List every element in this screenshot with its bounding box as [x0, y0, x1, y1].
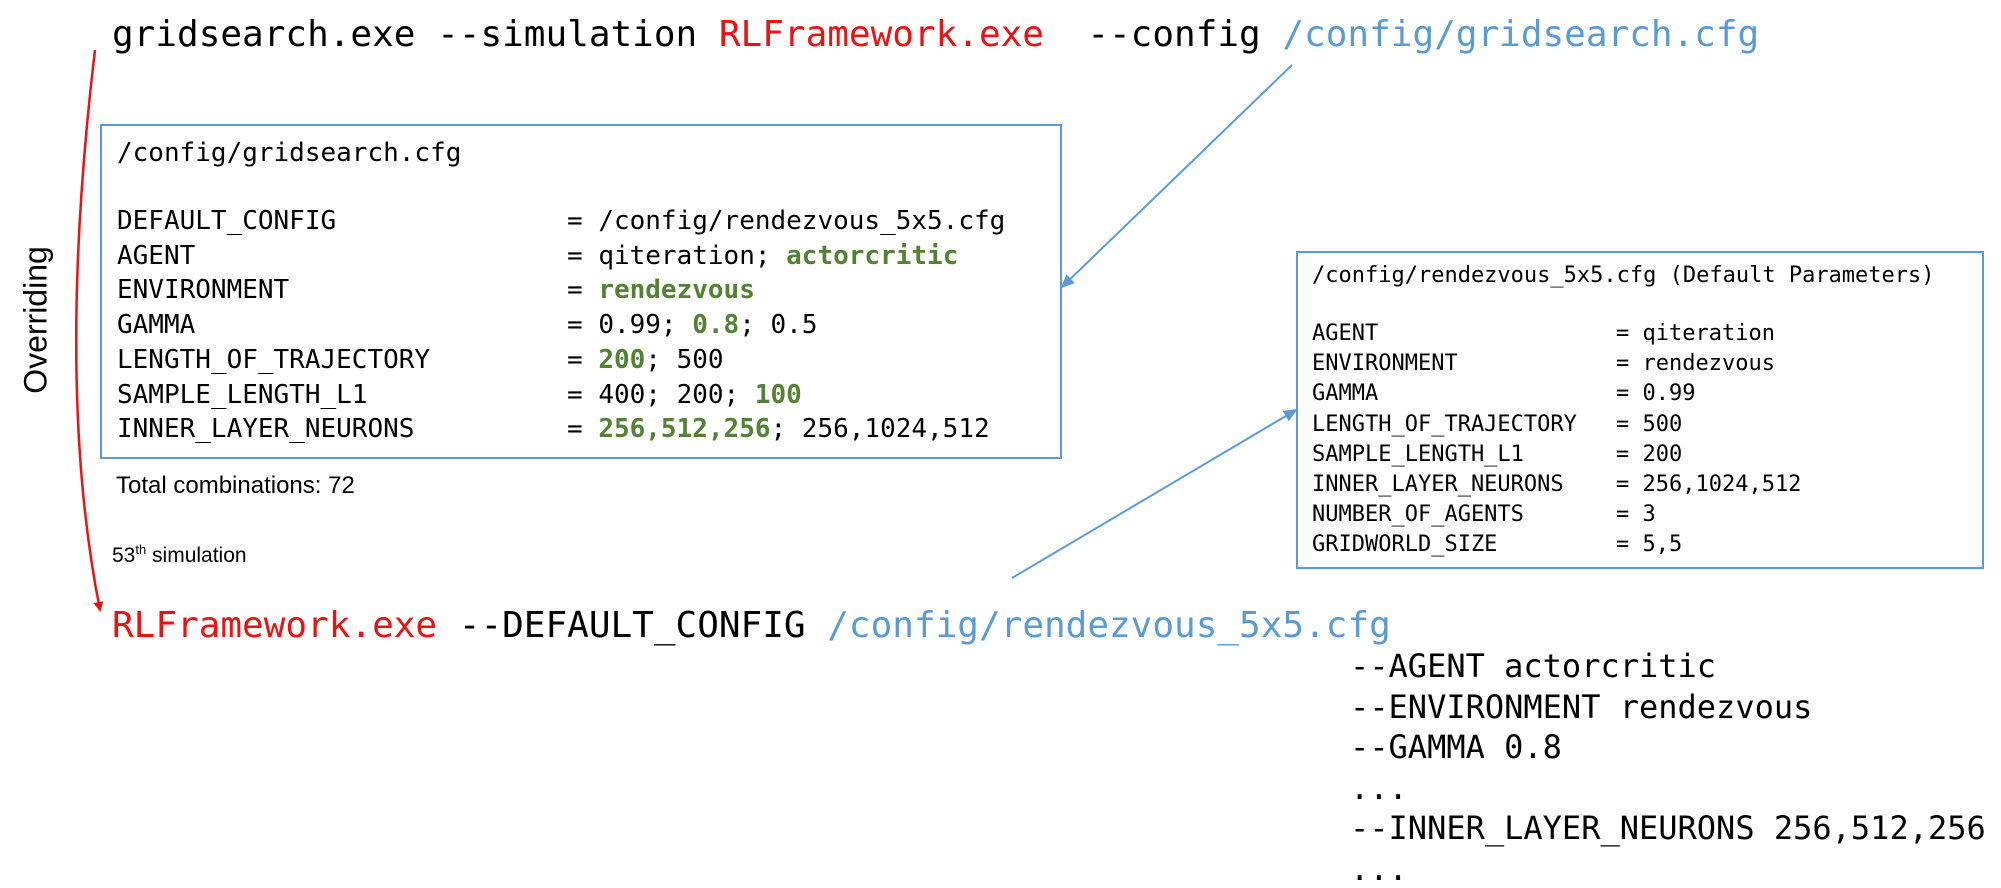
default-config-link-arrow — [1011, 408, 1298, 579]
gridsearch-row-value: = rendezvous — [567, 275, 755, 305]
default-row-key: GAMMA — [1312, 381, 1379, 407]
default-row-value: = 200 — [1616, 441, 1683, 467]
top-command-config-path: /config/gridsearch.cfg — [1282, 14, 1760, 55]
gridsearch-option-value: qiteration; — [598, 240, 787, 271]
bottom-command-default-flag: --DEFAULT_CONFIG — [437, 605, 828, 646]
gridsearch-row-equals: = — [567, 379, 599, 410]
top-command: gridsearch.exe --simulation RLFramework.… — [112, 17, 1759, 53]
gridsearch-option-value: ; 500 — [645, 344, 724, 375]
default-row-value: = 0.99 — [1616, 381, 1696, 407]
simulation-label: 53th simulation — [112, 542, 247, 568]
gridsearch-row-value: = 256,512,256; 256,1024,512 — [567, 414, 990, 444]
gridsearch-selected-value: 0.8 — [692, 310, 740, 341]
arrows-layer — [74, 49, 1298, 612]
bottom-command-arg: --GAMMA 0.8 — [1350, 728, 1562, 766]
default-row-key: SAMPLE_LENGTH_L1 — [1312, 441, 1524, 467]
gridsearch-row-key: ENVIRONMENT — [117, 275, 290, 306]
gridsearch-row-value: = 200; 500 — [567, 345, 724, 375]
default-row-value: = qiteration — [1616, 321, 1775, 346]
gridsearch-row-key: SAMPLE_LENGTH_L1 — [117, 379, 368, 410]
gridsearch-option-value: ; 0.5 — [739, 310, 818, 341]
gridsearch-row-equals: = — [567, 206, 599, 236]
config-link-arrow — [1060, 64, 1293, 289]
gridsearch-config-title: /config/gridsearch.cfg — [117, 138, 462, 168]
top-command-prefix: gridsearch.exe --simulation — [112, 14, 719, 55]
total-combinations: Total combinations: 72 — [116, 472, 355, 499]
gridsearch-row-key: DEFAULT_CONFIG — [117, 206, 337, 236]
gridsearch-option-value: /config/rendezvous_5x5.cfg — [598, 206, 1006, 236]
gridsearch-row-value: = qiteration; actorcritic — [567, 241, 958, 271]
gridsearch-selected-value: 100 — [754, 379, 802, 410]
default-row-key: NUMBER_OF_AGENTS — [1312, 502, 1524, 528]
gridsearch-config-box: /config/gridsearch.cfg DEFAULT_CONFIG = /… — [100, 124, 1062, 459]
bottom-command-arg: --INNER_LAYER_NEURONS 256,512,256 — [1350, 809, 1986, 847]
gridsearch-row-value: = /config/rendezvous_5x5.cfg — [567, 206, 1005, 236]
gridsearch-row-value: = 400; 200; 100 — [567, 380, 802, 410]
gridsearch-row-equals: = — [567, 414, 599, 445]
gridsearch-row-equals: = — [567, 275, 599, 306]
top-command-exe: RLFramework.exe — [718, 14, 1044, 55]
default-row-value: = 500 — [1616, 411, 1683, 437]
bottom-command-config-path: /config/rendezvous_5x5.cfg — [827, 605, 1391, 646]
default-row-key: GRIDWORLD_SIZE — [1312, 532, 1498, 558]
default-row-key: LENGTH_OF_TRAJECTORY — [1312, 411, 1577, 437]
default-row-key: AGENT — [1312, 321, 1379, 346]
gridsearch-selected-value: 256,512,256 — [598, 414, 771, 445]
bottom-command-arg: --ENVIRONMENT rendezvous — [1350, 687, 1813, 726]
bottom-command: RLFramework.exe --DEFAULT_CONFIG /config… — [112, 608, 1391, 644]
default-row-key: ENVIRONMENT — [1312, 351, 1458, 377]
default-row-value: = rendezvous — [1616, 351, 1775, 377]
default-row-value: = 5,5 — [1616, 532, 1683, 558]
gridsearch-row-key: INNER_LAYER_NEURONS — [117, 414, 415, 445]
bottom-command-exe: RLFramework.exe — [112, 605, 438, 646]
gridsearch-option-value: 400; 200; — [598, 379, 755, 410]
gridsearch-selected-value: rendezvous — [598, 275, 755, 306]
bottom-command-arg: --AGENT actorcritic — [1350, 647, 1717, 685]
simulation-ordinal: th — [135, 542, 147, 557]
gridsearch-option-value: ; 256,1024,512 — [770, 414, 990, 445]
gridsearch-row-equals: = — [567, 310, 599, 341]
gridsearch-row-key: GAMMA — [117, 310, 196, 341]
gridsearch-row-key: AGENT — [117, 240, 196, 271]
default-row-value: = 256,1024,512 — [1616, 472, 1802, 497]
gridsearch-option-value: 0.99; — [598, 310, 693, 341]
gridsearch-row-key: LENGTH_OF_TRAJECTORY — [117, 344, 431, 375]
gridsearch-selected-value: 200 — [598, 344, 646, 375]
gridsearch-row-equals: = — [567, 240, 599, 271]
gridsearch-row-equals: = — [567, 344, 599, 375]
simulation-text: simulation — [146, 544, 247, 567]
gridsearch-row-value: = 0.99; 0.8; 0.5 — [567, 310, 817, 340]
bottom-command-ellipsis: ... — [1350, 768, 1408, 807]
top-command-config-flag: --config — [1043, 14, 1283, 55]
default-row-key: INNER_LAYER_NEURONS — [1312, 472, 1564, 497]
override-arrow — [74, 49, 104, 612]
default-config-box: /config/rendezvous_5x5.cfg (Default Para… — [1296, 251, 1984, 569]
gridsearch-selected-value: actorcritic — [786, 240, 959, 271]
default-config-title: /config/rendezvous_5x5.cfg (Default Para… — [1312, 263, 1935, 288]
simulation-number: 53 — [112, 544, 136, 567]
default-row-value: = 3 — [1616, 502, 1656, 528]
